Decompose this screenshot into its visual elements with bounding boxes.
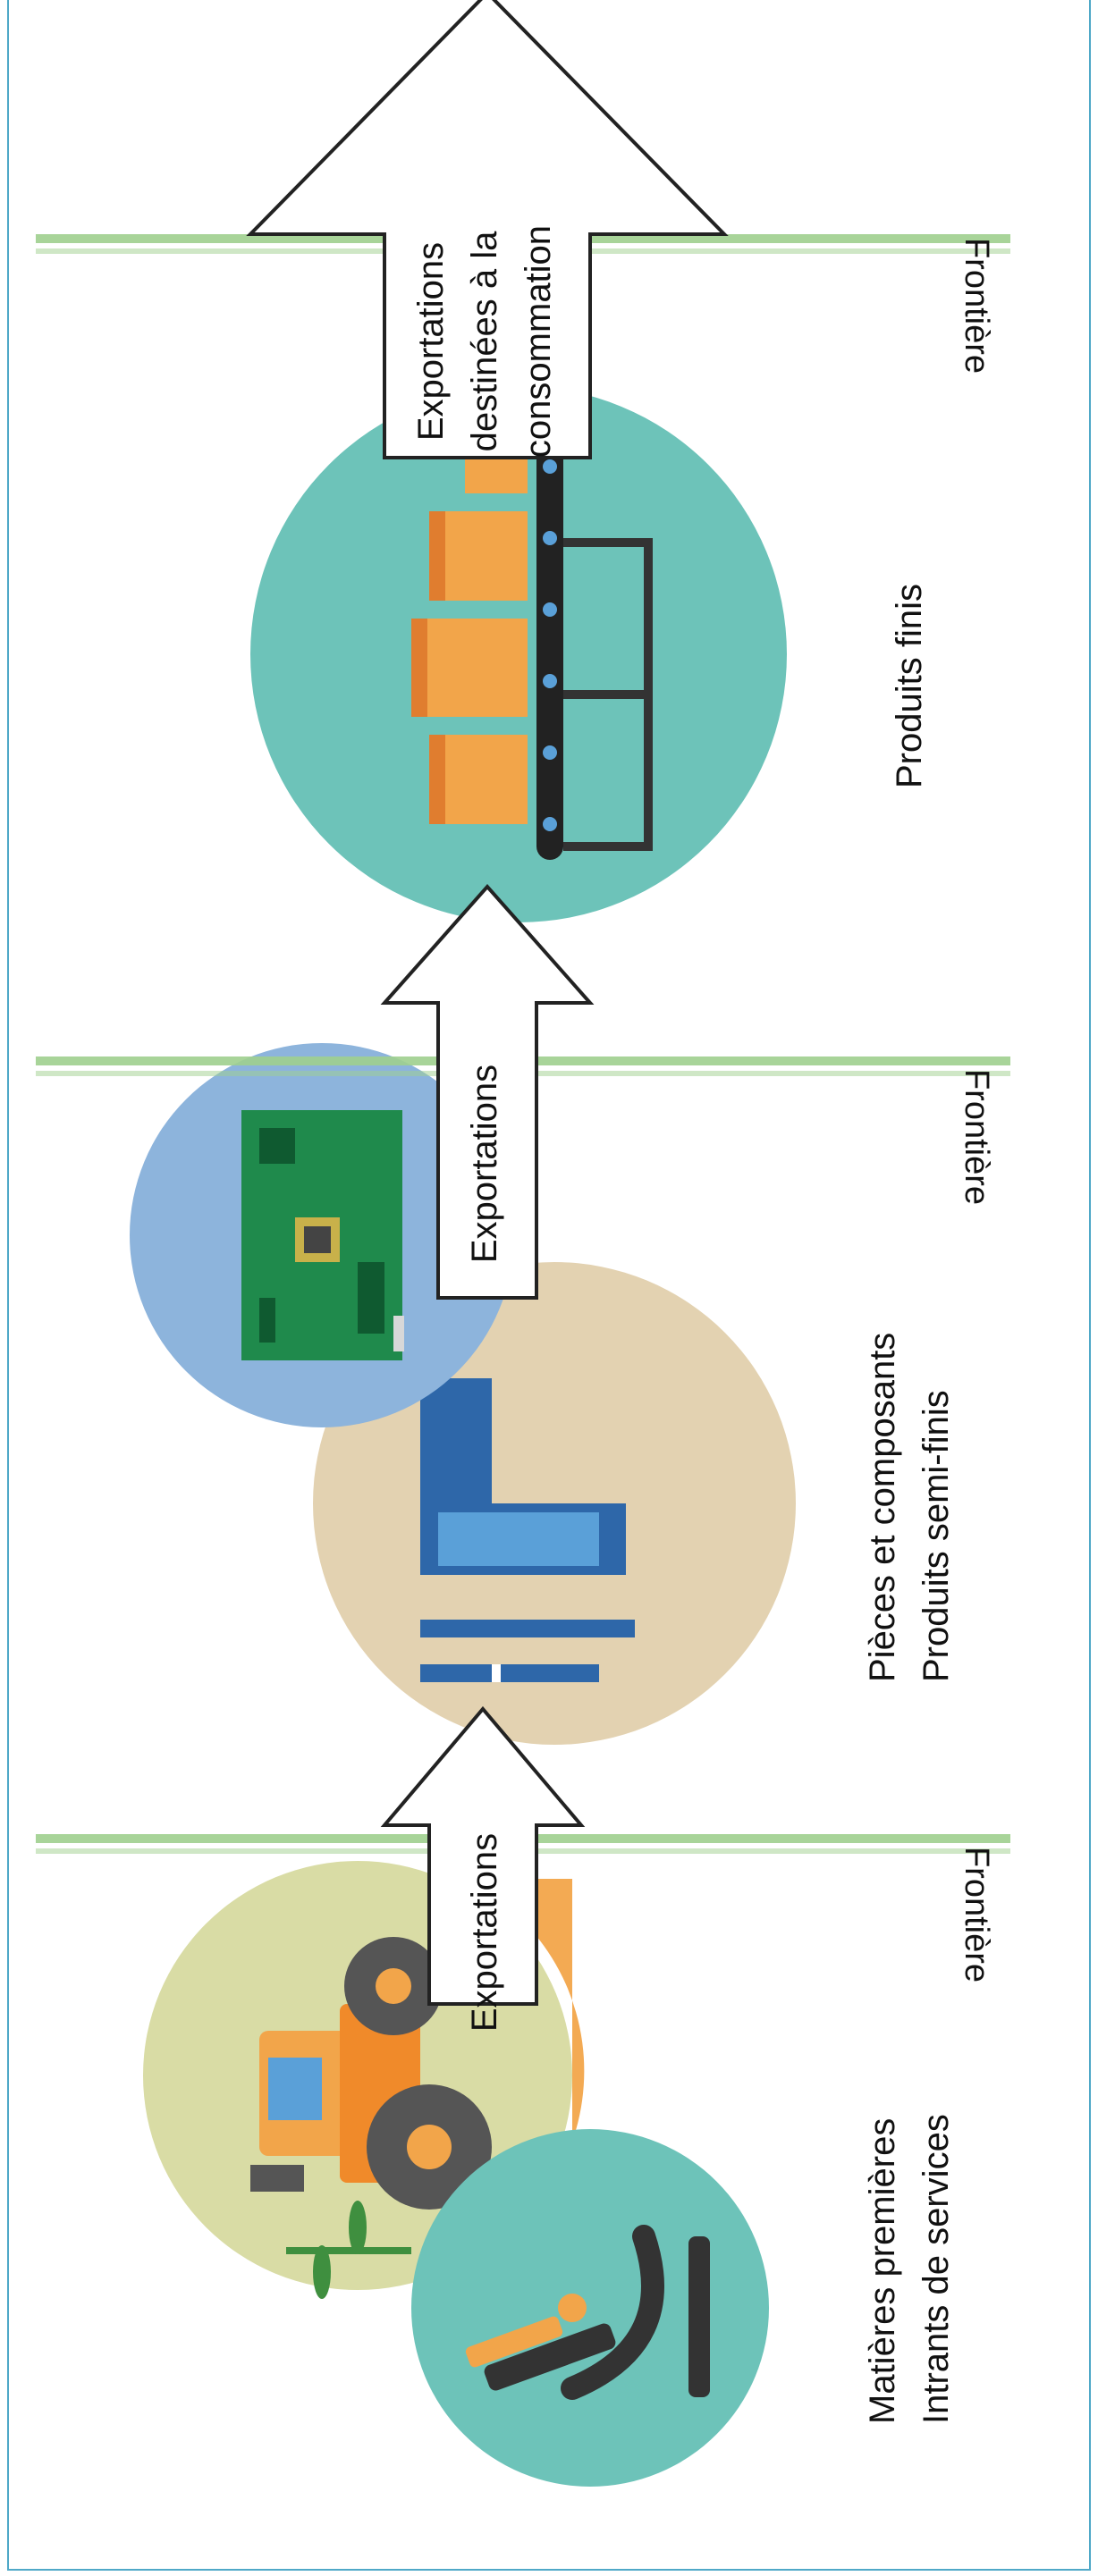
frontier-1-label: Frontière [958,1847,995,1983]
stage-1-label-line1: Matières premières [863,2118,902,2424]
stage-2-label-line2: Produits semi-finis [916,1390,956,1682]
arrow-3 [246,0,729,459]
arrow-1-label: Exportations [465,1833,504,2032]
arrow-3-label-line1: Exportations [411,242,451,441]
frontier-2-label: Frontière [958,1069,995,1205]
arrow-3-label-line3: consommation [519,225,558,458]
conveyor-icon [536,404,653,860]
diagram-border [7,0,1091,2571]
frontier-3-label: Frontière [958,238,995,374]
lab-circle [411,2129,769,2487]
arrow-2-label: Exportations [465,1065,504,1263]
stage-1-illustration [143,1861,769,2487]
arrow-3-label-line2: destinées à la [465,231,504,452]
tractor-icon [250,1937,492,2210]
arrow-2 [380,883,595,1300]
stage-2-label-line1: Pièces et composants [863,1333,902,1682]
circuit-board-icon [241,1110,404,1360]
stage-3-label: Produits finis [890,584,929,788]
arrow-1 [380,1705,586,2006]
boxes-icon [411,440,528,824]
stage-3-illustration [250,386,787,922]
factory-icon [420,1378,635,1682]
stage-1-label-line2: Intrants de services [916,2114,956,2424]
stage-2-illustration [130,1043,796,1745]
microscope-icon [465,2225,710,2400]
